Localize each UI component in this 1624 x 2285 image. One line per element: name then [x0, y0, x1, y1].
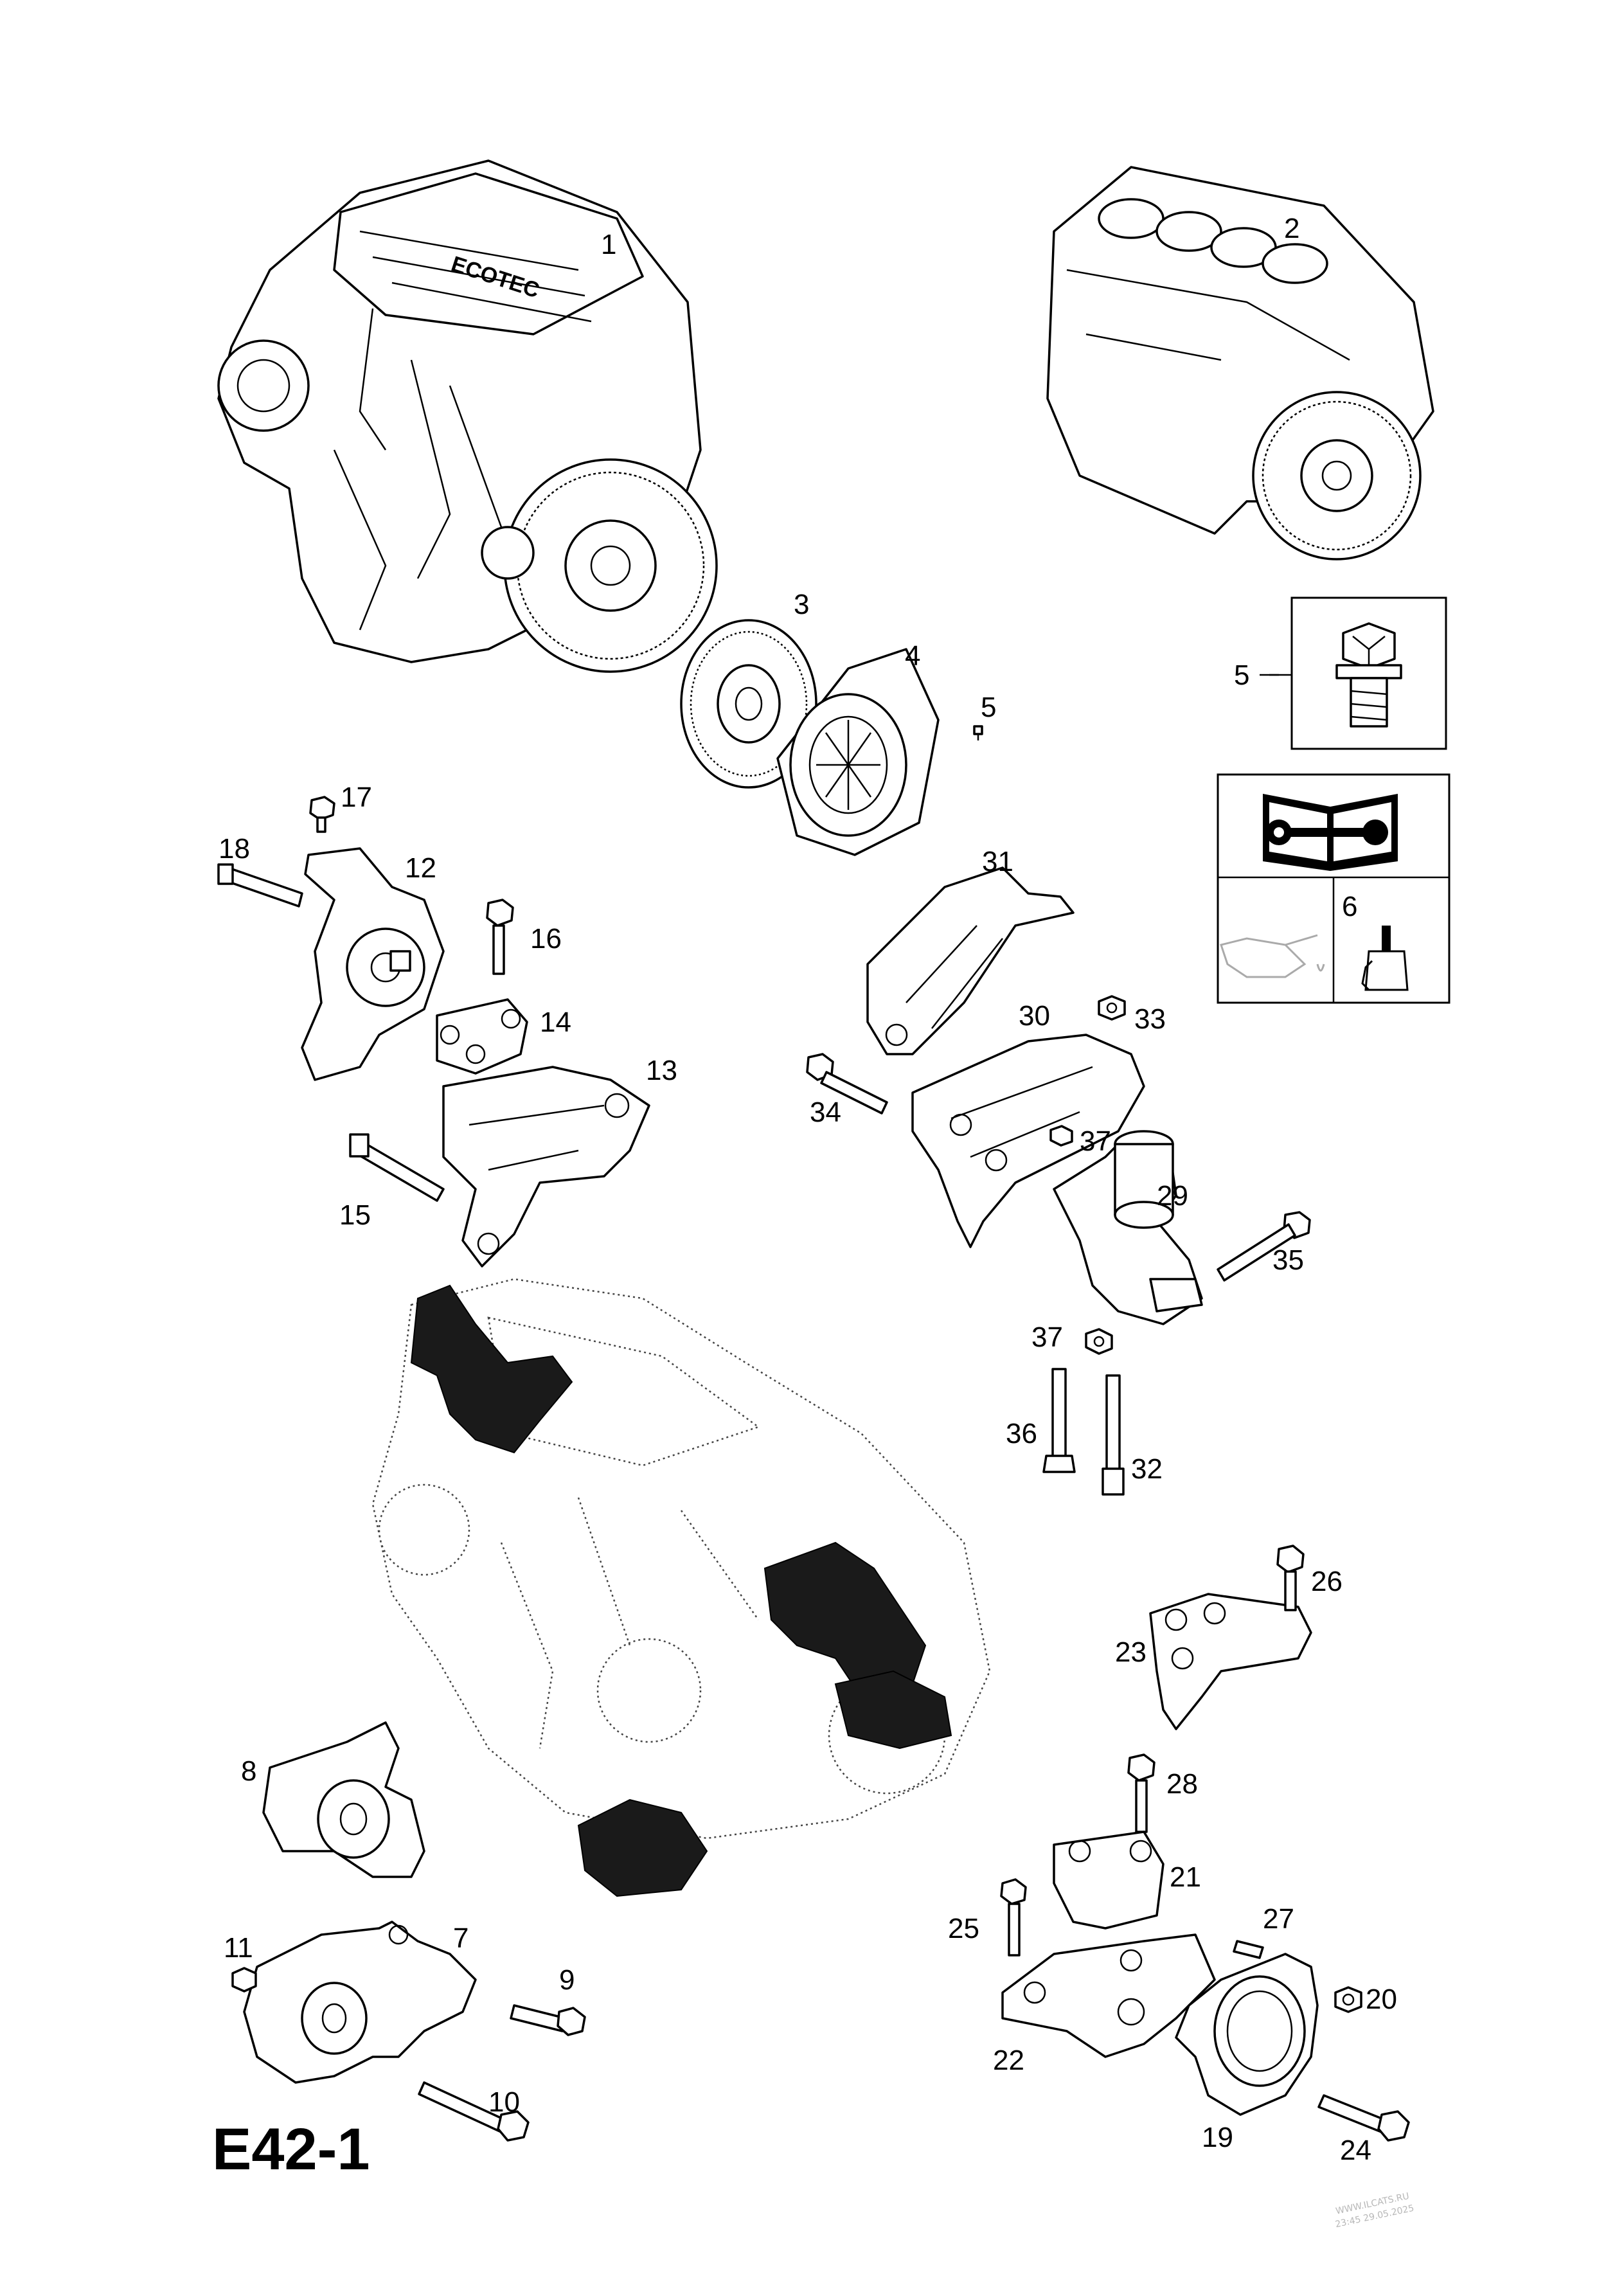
bolt-18[interactable]	[217, 863, 303, 908]
callout-37-upper[interactable]: 37	[1080, 1125, 1111, 1157]
bolt-5-small[interactable]	[973, 725, 983, 740]
callout-33[interactable]: 33	[1134, 1003, 1166, 1035]
callout-19[interactable]: 19	[1202, 2122, 1233, 2153]
bracket-31[interactable]	[866, 866, 1075, 1055]
nut-37-lower[interactable]	[1085, 1328, 1113, 1355]
callout-16[interactable]: 16	[530, 923, 562, 954]
callout-36[interactable]: 36	[1006, 1418, 1037, 1449]
callout-30[interactable]: 30	[1019, 1000, 1050, 1032]
diagram-code: E42-1	[212, 2117, 370, 2182]
callout-9[interactable]: 9	[559, 1964, 575, 1996]
bolt-17[interactable]	[309, 796, 335, 833]
callout-22[interactable]: 22	[993, 2045, 1024, 2076]
callout-3[interactable]: 3	[794, 589, 809, 620]
callout-14[interactable]: 14	[540, 1007, 571, 1038]
nut-37-upper[interactable]	[1049, 1125, 1073, 1147]
callout-27[interactable]: 27	[1263, 1903, 1294, 1935]
callout-37-lower[interactable]: 37	[1031, 1322, 1063, 1353]
mount-7[interactable]	[243, 1921, 477, 2084]
callout-24[interactable]: 24	[1340, 2135, 1371, 2166]
bolt-15[interactable]	[349, 1133, 445, 1202]
nut-20[interactable]	[1334, 1986, 1362, 2013]
mount-19[interactable]	[1175, 1953, 1319, 2116]
bolt-9[interactable]	[510, 2004, 586, 2036]
bolt-26[interactable]	[1276, 1545, 1305, 1611]
engine-ghost-with-mount-locations	[371, 1278, 991, 1897]
engine-assembly[interactable]: ECOTEC	[217, 159, 718, 673]
callout-2[interactable]: 2	[1284, 213, 1299, 244]
bracket-23[interactable]	[1149, 1593, 1312, 1730]
callout-20[interactable]: 20	[1366, 1984, 1397, 2015]
callout-13[interactable]: 13	[646, 1055, 677, 1086]
callout-18[interactable]: 18	[219, 833, 250, 865]
bolt-35[interactable]	[1217, 1211, 1311, 1282]
short-block[interactable]	[1046, 166, 1434, 560]
callout-29[interactable]: 29	[1157, 1180, 1188, 1212]
bolt-24[interactable]	[1317, 2094, 1410, 2142]
callout-4[interactable]: 4	[905, 640, 920, 672]
bolt-27[interactable]	[1233, 1940, 1264, 1959]
callout-32[interactable]: 32	[1131, 1453, 1163, 1485]
bolt-34[interactable]	[806, 1053, 888, 1115]
callout-7[interactable]: 7	[453, 1922, 468, 1954]
callout-5-box[interactable]: 5	[1234, 659, 1249, 691]
manual-wrench-icon	[1263, 794, 1398, 871]
callout-26[interactable]: 26	[1311, 1566, 1343, 1597]
bolt-10[interactable]	[418, 2081, 530, 2142]
mount-29[interactable]	[1053, 1130, 1203, 1325]
nut-33[interactable]	[1098, 995, 1126, 1021]
callout-10[interactable]: 10	[488, 2086, 520, 2118]
bolt-25[interactable]	[1000, 1878, 1027, 1957]
callout-21[interactable]: 21	[1170, 1861, 1201, 1893]
callout-31[interactable]: 31	[982, 846, 1013, 877]
callout-6[interactable]: 6	[1342, 891, 1357, 922]
bracket-13[interactable]	[442, 1066, 650, 1268]
callout-1[interactable]: 1	[601, 229, 616, 260]
bolt-32[interactable]	[1102, 1374, 1125, 1496]
callout-28[interactable]: 28	[1166, 1768, 1198, 1800]
bolt-28[interactable]	[1127, 1753, 1156, 1833]
callout-17[interactable]: 17	[341, 782, 372, 813]
nut-11[interactable]	[231, 1967, 257, 1993]
bolt-16[interactable]	[486, 899, 514, 975]
watermark: WWW.ILCATS.RU 23:45 29.05.2025	[1334, 2191, 1415, 2230]
callout-15[interactable]: 15	[339, 1199, 371, 1231]
callout-25[interactable]: 25	[948, 1913, 979, 1944]
bolt-36[interactable]	[1042, 1368, 1076, 1473]
callout-11[interactable]: 11	[224, 1932, 253, 1964]
mount-bracket-12[interactable]	[301, 847, 445, 1081]
bolt-5-detail-box[interactable]	[1269, 596, 1447, 750]
sealant-bottle-icon	[1361, 926, 1409, 991]
callout-12[interactable]: 12	[405, 852, 436, 884]
callout-23[interactable]: 23	[1115, 1636, 1147, 1668]
clutch-disc[interactable]	[680, 619, 817, 789]
pressure-plate[interactable]	[776, 648, 940, 856]
oil-can-icon	[1220, 934, 1325, 978]
callout-8[interactable]: 8	[241, 1755, 256, 1787]
service-info-box[interactable]	[1217, 773, 1450, 1004]
bracket-22[interactable]	[1001, 1933, 1216, 2058]
callout-34[interactable]: 34	[810, 1097, 841, 1128]
bracket-30[interactable]	[911, 1034, 1145, 1248]
callout-35[interactable]: 35	[1272, 1244, 1304, 1276]
damper-21[interactable]	[1053, 1831, 1164, 1930]
damper-14[interactable]	[436, 998, 528, 1075]
callout-5[interactable]: 5	[981, 692, 996, 723]
mount-8[interactable]	[262, 1721, 425, 1878]
